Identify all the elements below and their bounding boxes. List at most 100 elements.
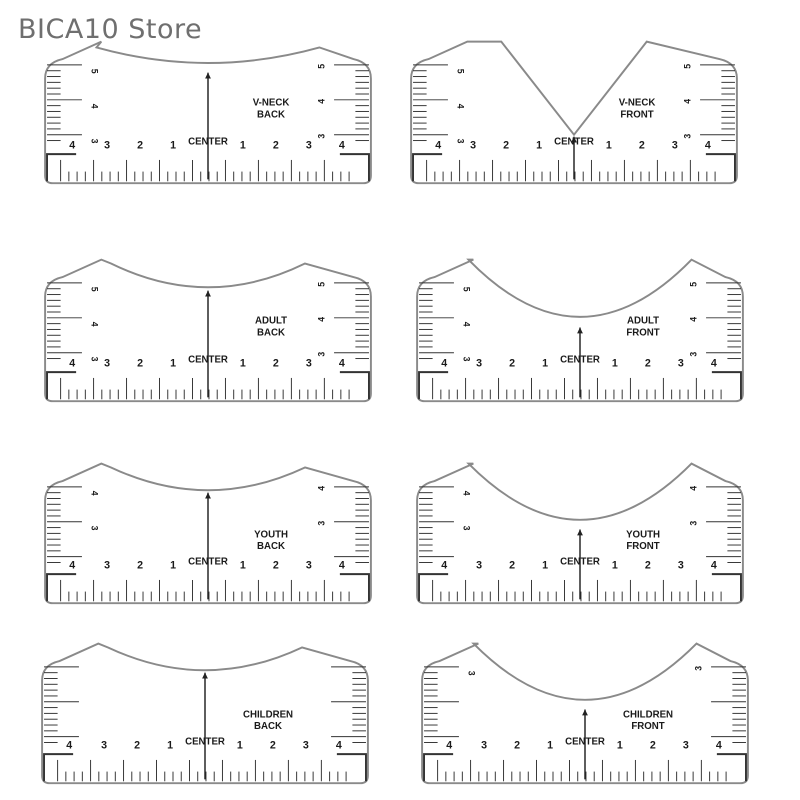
side-number: 3 xyxy=(90,139,100,144)
side-number: 5 xyxy=(316,282,326,287)
side-number: 3 xyxy=(316,134,326,139)
scale-number: 1 xyxy=(617,739,623,751)
scale-number: 3 xyxy=(101,739,107,751)
side-number: 5 xyxy=(462,287,472,292)
side-number: 4 xyxy=(462,491,472,496)
side-number: 3 xyxy=(316,521,326,526)
scale-number: 1 xyxy=(237,739,243,751)
scale-number: 4 xyxy=(66,739,72,751)
side-number: 4 xyxy=(688,486,698,491)
center-label: CENTER xyxy=(185,736,225,747)
ruler-title: CHILDREN xyxy=(243,709,293,720)
center-arrow-icon xyxy=(205,492,211,499)
center-arrow-icon xyxy=(577,327,583,334)
center-label: CENTER xyxy=(560,354,600,365)
corner-bracket xyxy=(716,753,747,782)
side-number: 3 xyxy=(456,139,466,144)
scale-number: 2 xyxy=(650,739,656,751)
side-number: 3 xyxy=(467,671,477,676)
side-number: 5 xyxy=(90,69,100,74)
scale-number: 2 xyxy=(514,739,520,751)
store-watermark: BICA10 Store xyxy=(18,14,203,45)
side-number: 4 xyxy=(90,322,100,327)
scale-number: 1 xyxy=(612,559,618,571)
center-arrow-icon xyxy=(202,672,208,679)
scale-number: 3 xyxy=(104,357,110,369)
scale-number: 1 xyxy=(170,559,176,571)
scale-number: 3 xyxy=(678,357,684,369)
side-number: 4 xyxy=(316,99,326,104)
scale-number: 4 xyxy=(339,139,345,151)
scale-number: 2 xyxy=(273,357,279,369)
scale-number: 4 xyxy=(336,739,342,751)
center-arrow-icon xyxy=(571,136,577,143)
side-number: 4 xyxy=(688,317,698,322)
ruler-title: BACK xyxy=(257,541,285,552)
scale-number: 2 xyxy=(639,139,645,151)
scale-number: 1 xyxy=(542,357,548,369)
side-number: 5 xyxy=(90,287,100,292)
center-label: CENTER xyxy=(565,736,605,747)
ruler-title: YOUTH xyxy=(254,529,288,540)
scale-number: 2 xyxy=(273,559,279,571)
ruler-title: CHILDREN xyxy=(623,709,673,720)
ruler-title: V-NECK xyxy=(619,98,656,109)
ruler-title: BACK xyxy=(254,721,282,732)
scale-number: 4 xyxy=(69,559,75,571)
scale-number: 3 xyxy=(481,739,487,751)
scale-number: 3 xyxy=(470,139,476,151)
scale-number: 1 xyxy=(542,559,548,571)
corner-bracket xyxy=(711,573,742,602)
corner-bracket xyxy=(339,371,370,400)
side-number: 5 xyxy=(456,69,466,74)
scale-number: 3 xyxy=(678,559,684,571)
scale-number: 3 xyxy=(476,559,482,571)
scale-number: 4 xyxy=(441,357,447,369)
corner-bracket xyxy=(423,753,454,782)
center-arrow-icon xyxy=(582,709,588,716)
scale-number: 4 xyxy=(339,559,345,571)
ruler-title: BACK xyxy=(257,109,285,120)
center-label: CENTER xyxy=(554,136,594,147)
scale-number: 3 xyxy=(476,357,482,369)
scale-number: 2 xyxy=(509,559,515,571)
scale-number: 2 xyxy=(645,357,651,369)
side-number: 4 xyxy=(90,491,100,496)
scale-number: 4 xyxy=(441,559,447,571)
center-arrow-icon xyxy=(205,290,211,297)
scale-number: 4 xyxy=(705,139,711,151)
corner-bracket xyxy=(418,371,449,400)
corner-bracket xyxy=(336,753,367,782)
scale-number: 1 xyxy=(170,139,176,151)
scale-number: 4 xyxy=(69,139,75,151)
side-number: 3 xyxy=(90,357,100,362)
side-number: 3 xyxy=(90,526,100,531)
side-number: 4 xyxy=(456,104,466,109)
ruler-title: ADULT xyxy=(627,316,659,327)
side-number: 4 xyxy=(316,317,326,322)
corner-bracket xyxy=(46,371,77,400)
side-number: 4 xyxy=(682,99,692,104)
corner-bracket xyxy=(339,573,370,602)
scale-number: 3 xyxy=(683,739,689,751)
ruler-title: BACK xyxy=(257,327,285,338)
center-label: CENTER xyxy=(188,556,228,567)
corner-bracket xyxy=(418,573,449,602)
corner-bracket xyxy=(705,153,736,182)
center-arrow-icon xyxy=(205,72,211,79)
side-number: 4 xyxy=(316,486,326,491)
ruler-title: FRONT xyxy=(626,541,659,552)
scale-number: 4 xyxy=(435,139,441,151)
scale-number: 1 xyxy=(547,739,553,751)
scale-number: 2 xyxy=(503,139,509,151)
scale-number: 4 xyxy=(446,739,452,751)
side-number: 3 xyxy=(462,357,472,362)
scale-number: 2 xyxy=(645,559,651,571)
corner-bracket xyxy=(46,153,77,182)
ruler-title: FRONT xyxy=(631,721,664,732)
scale-number: 3 xyxy=(104,139,110,151)
